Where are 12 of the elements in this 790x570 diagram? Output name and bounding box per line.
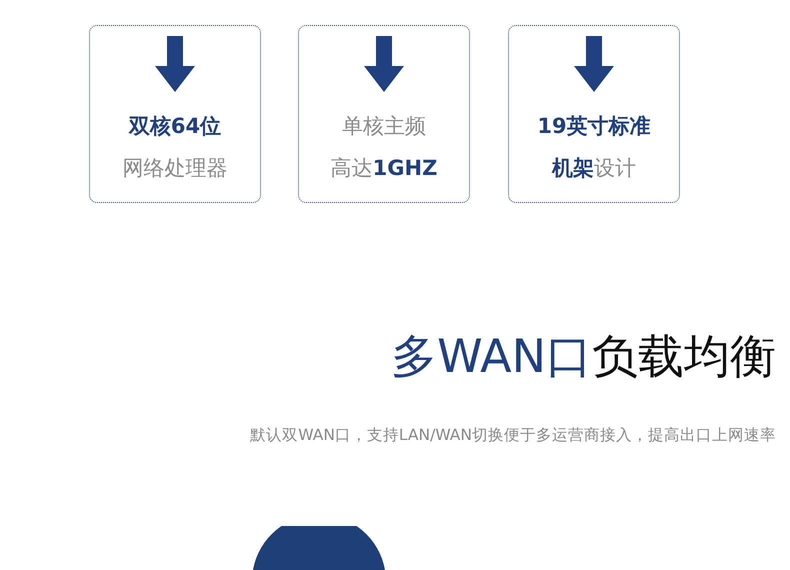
- semicircle-graphic: [253, 526, 385, 570]
- feature-heading: 单核主频: [341, 113, 427, 140]
- section-subtitle: 默认双WAN口，支持LAN/WAN切换便于多运营商接入，提高出口上网速率: [250, 425, 776, 446]
- feature-text: 机架设计: [550, 155, 637, 182]
- section-title: 多WAN口负载均衡: [391, 328, 776, 385]
- feature-text: 网络处理器: [122, 155, 228, 182]
- feature-heading: 19英寸标准: [536, 113, 652, 140]
- feature-card: [508, 25, 680, 203]
- feature-card: [89, 25, 261, 203]
- feature-heading: 双核64位: [128, 113, 222, 140]
- feature-card: [298, 25, 470, 203]
- feature-text: 高达1GHZ: [330, 155, 438, 182]
